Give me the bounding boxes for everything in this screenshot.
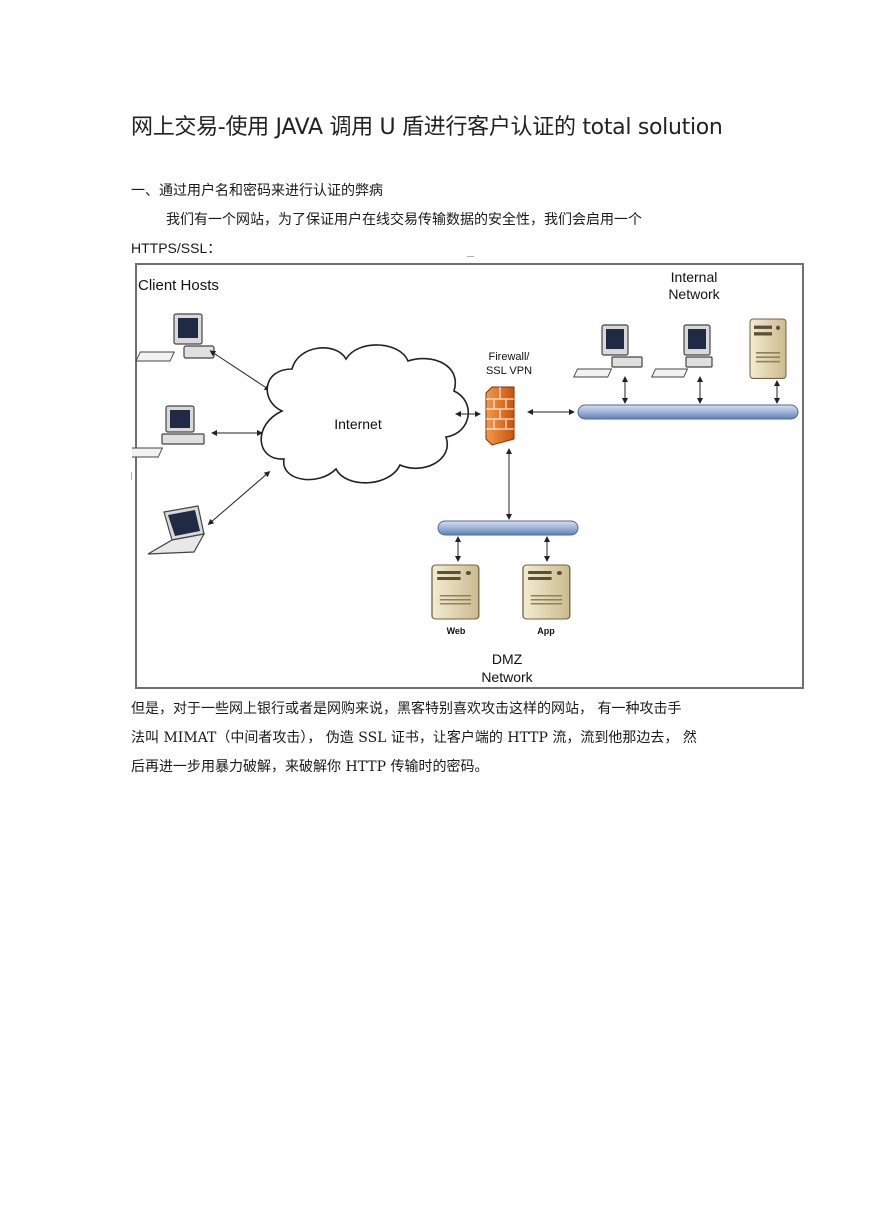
body-paragraph-line-1: 但是，对于一些网上银行或者是网购来说，黑客特别喜欢攻击这样的网站， 有一种攻击手 xyxy=(131,698,681,720)
network-diagram: Client Hosts Internal Network Internet F… xyxy=(132,261,805,691)
edit-marker xyxy=(467,256,474,257)
section-heading: 一、通过用户名和密码来进行认证的弊病 xyxy=(131,180,383,202)
document-title: 网上交易-使用 JAVA 调用 U 盾进行客户认证的 total solutio… xyxy=(131,112,723,144)
intro-paragraph-line-2: HTTPS/SSL： xyxy=(131,237,221,259)
internet-label: Internet xyxy=(334,416,382,432)
intro-paragraph-line-1: 我们有一个网站，为了保证用户在线交易传输数据的安全性，我们会启用一个 xyxy=(166,209,642,231)
internet-cloud-icon xyxy=(261,345,468,483)
firewall-label-line-1: Firewall/ xyxy=(489,351,531,363)
dmz-network-bus xyxy=(438,521,578,535)
dmz-label-line-1: DMZ xyxy=(492,651,523,667)
internal-network-label-line-1: Internal xyxy=(671,269,718,285)
web-server-label: Web xyxy=(447,626,466,636)
body-paragraph-line-3: 后再进一步用暴力破解，来破解你 HTTP 传输时的密码。 xyxy=(131,756,488,778)
internal-network-bus xyxy=(578,405,798,419)
firewall-label-line-2: SSL VPN xyxy=(486,365,532,377)
app-server-label: App xyxy=(537,626,555,636)
client-hosts-label: Client Hosts xyxy=(138,277,219,294)
web-server-icon xyxy=(432,565,479,619)
app-server-icon xyxy=(523,565,570,619)
firewall-icon xyxy=(486,387,514,445)
body-paragraph-line-2: 法叫 MIMAT（中间者攻击）， 伪造 SSL 证书，让客户端的 HTTP 流，… xyxy=(131,727,697,749)
internal-network-label-line-2: Network xyxy=(668,286,720,302)
dmz-label-line-2: Network xyxy=(481,669,533,685)
internal-server-icon xyxy=(750,319,786,378)
